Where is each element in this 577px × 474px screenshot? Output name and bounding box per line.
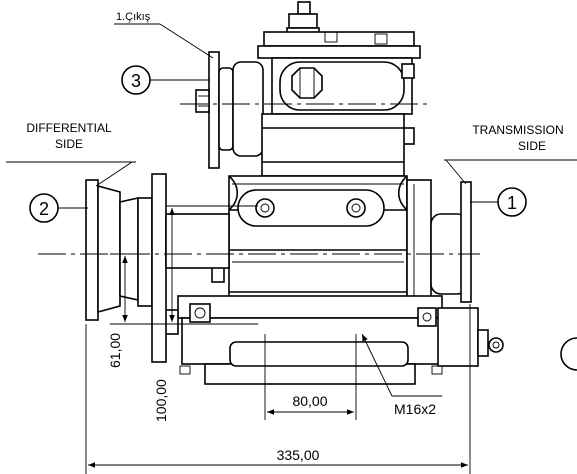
differential-side-label: DIFFERENTIAL SIDE	[6, 121, 136, 187]
differential-flange	[85, 173, 230, 363]
balloon-3-number: 3	[131, 71, 141, 91]
transmission-side-label: TRANSMISSION SIDE	[444, 123, 577, 185]
thread-callout: M16x2	[361, 333, 442, 417]
differential-label-line2: SIDE	[55, 137, 83, 151]
dimension-61-text: 61,00	[107, 333, 123, 368]
differential-label-line1: DIFFERENTIAL	[26, 121, 112, 135]
upper-bolt-plate	[237, 189, 385, 227]
dimension-100: 100,00	[153, 205, 258, 422]
balloon-1: 1	[470, 187, 527, 217]
outlet-title: 1.Çıkış	[114, 11, 214, 59]
balloon-1-number: 1	[507, 193, 517, 213]
dimension-61: 61,00	[107, 253, 258, 368]
balloon-2-number: 2	[39, 199, 49, 219]
balloon-3: 3	[121, 65, 210, 95]
thread-callout-text: M16x2	[394, 401, 436, 417]
base-foot	[157, 261, 504, 385]
dimension-80: 80,00	[264, 334, 357, 420]
dimension-335: 335,00	[85, 304, 471, 474]
partial-balloon	[560, 337, 577, 371]
dimension-80-text: 80,00	[292, 393, 327, 409]
dimension-335-text: 335,00	[277, 447, 320, 463]
centre-lines	[38, 103, 480, 255]
balloon-2: 2	[29, 193, 88, 223]
transmission-label-line1: TRANSMISSION	[472, 123, 563, 137]
outlet-flange	[195, 51, 264, 169]
transmission-label-line2: SIDE	[518, 139, 546, 153]
top-valve-block	[257, 1, 421, 145]
outlet-title-text: 1.Çıkış	[116, 11, 151, 23]
dimension-100-text: 100,00	[153, 379, 169, 422]
transmission-flange	[430, 181, 472, 303]
